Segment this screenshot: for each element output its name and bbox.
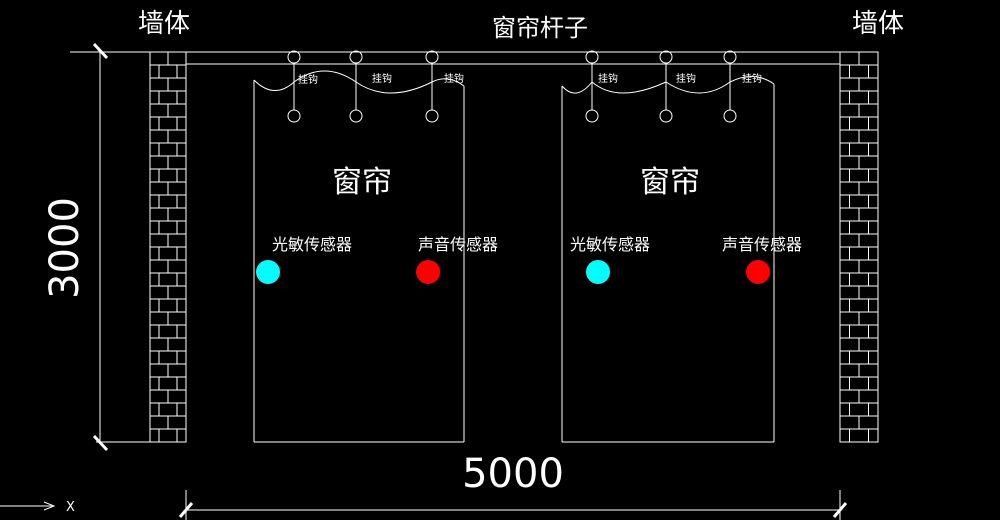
sound-sensor-right: [746, 260, 770, 284]
dimension-height-label: 3000: [42, 197, 88, 299]
wall-left-label: 墙体: [138, 9, 190, 39]
sound-sensor-left: [416, 260, 440, 284]
curtain-right-label: 窗帘: [640, 165, 700, 200]
wall-right-label: 墙体: [852, 9, 904, 39]
dimension-height: [92, 42, 186, 452]
hook-4: [585, 50, 599, 123]
wall-left: [149, 51, 187, 443]
hook-5: [659, 50, 673, 123]
sound-sensor-label-left: 声音传感器: [418, 235, 498, 254]
wall-right: [839, 51, 879, 443]
light-sensor-right: [586, 260, 610, 284]
curtain-panel-right: [561, 76, 775, 443]
hook-2: [349, 50, 363, 123]
axis-indicator: [0, 501, 56, 511]
hook-label-5: 挂钩: [676, 72, 696, 85]
hook-label-3: 挂钩: [444, 72, 464, 85]
hook-label-2: 挂钩: [372, 72, 392, 85]
axis-x-label: X: [66, 500, 75, 515]
hook-3: [425, 50, 439, 123]
hook-label-1: 挂钩: [298, 73, 318, 86]
hook-6: [723, 50, 737, 123]
curtain-rod: [70, 51, 878, 65]
hook-label-4: 挂钩: [598, 72, 618, 85]
light-sensor-label-right: 光敏传感器: [570, 235, 650, 254]
dimension-width: [178, 490, 848, 520]
curtain-panel-left: [253, 70, 465, 443]
rod-label: 窗帘杆子: [492, 14, 588, 42]
light-sensor-label-left: 光敏传感器: [272, 235, 352, 254]
curtain-left-label: 窗帘: [332, 165, 392, 200]
hook-label-6: 挂钩: [742, 72, 762, 85]
light-sensor-left: [256, 260, 280, 284]
dimension-width-label: 5000: [462, 451, 564, 497]
hook-1: [287, 50, 301, 123]
sound-sensor-label-right: 声音传感器: [722, 235, 802, 254]
